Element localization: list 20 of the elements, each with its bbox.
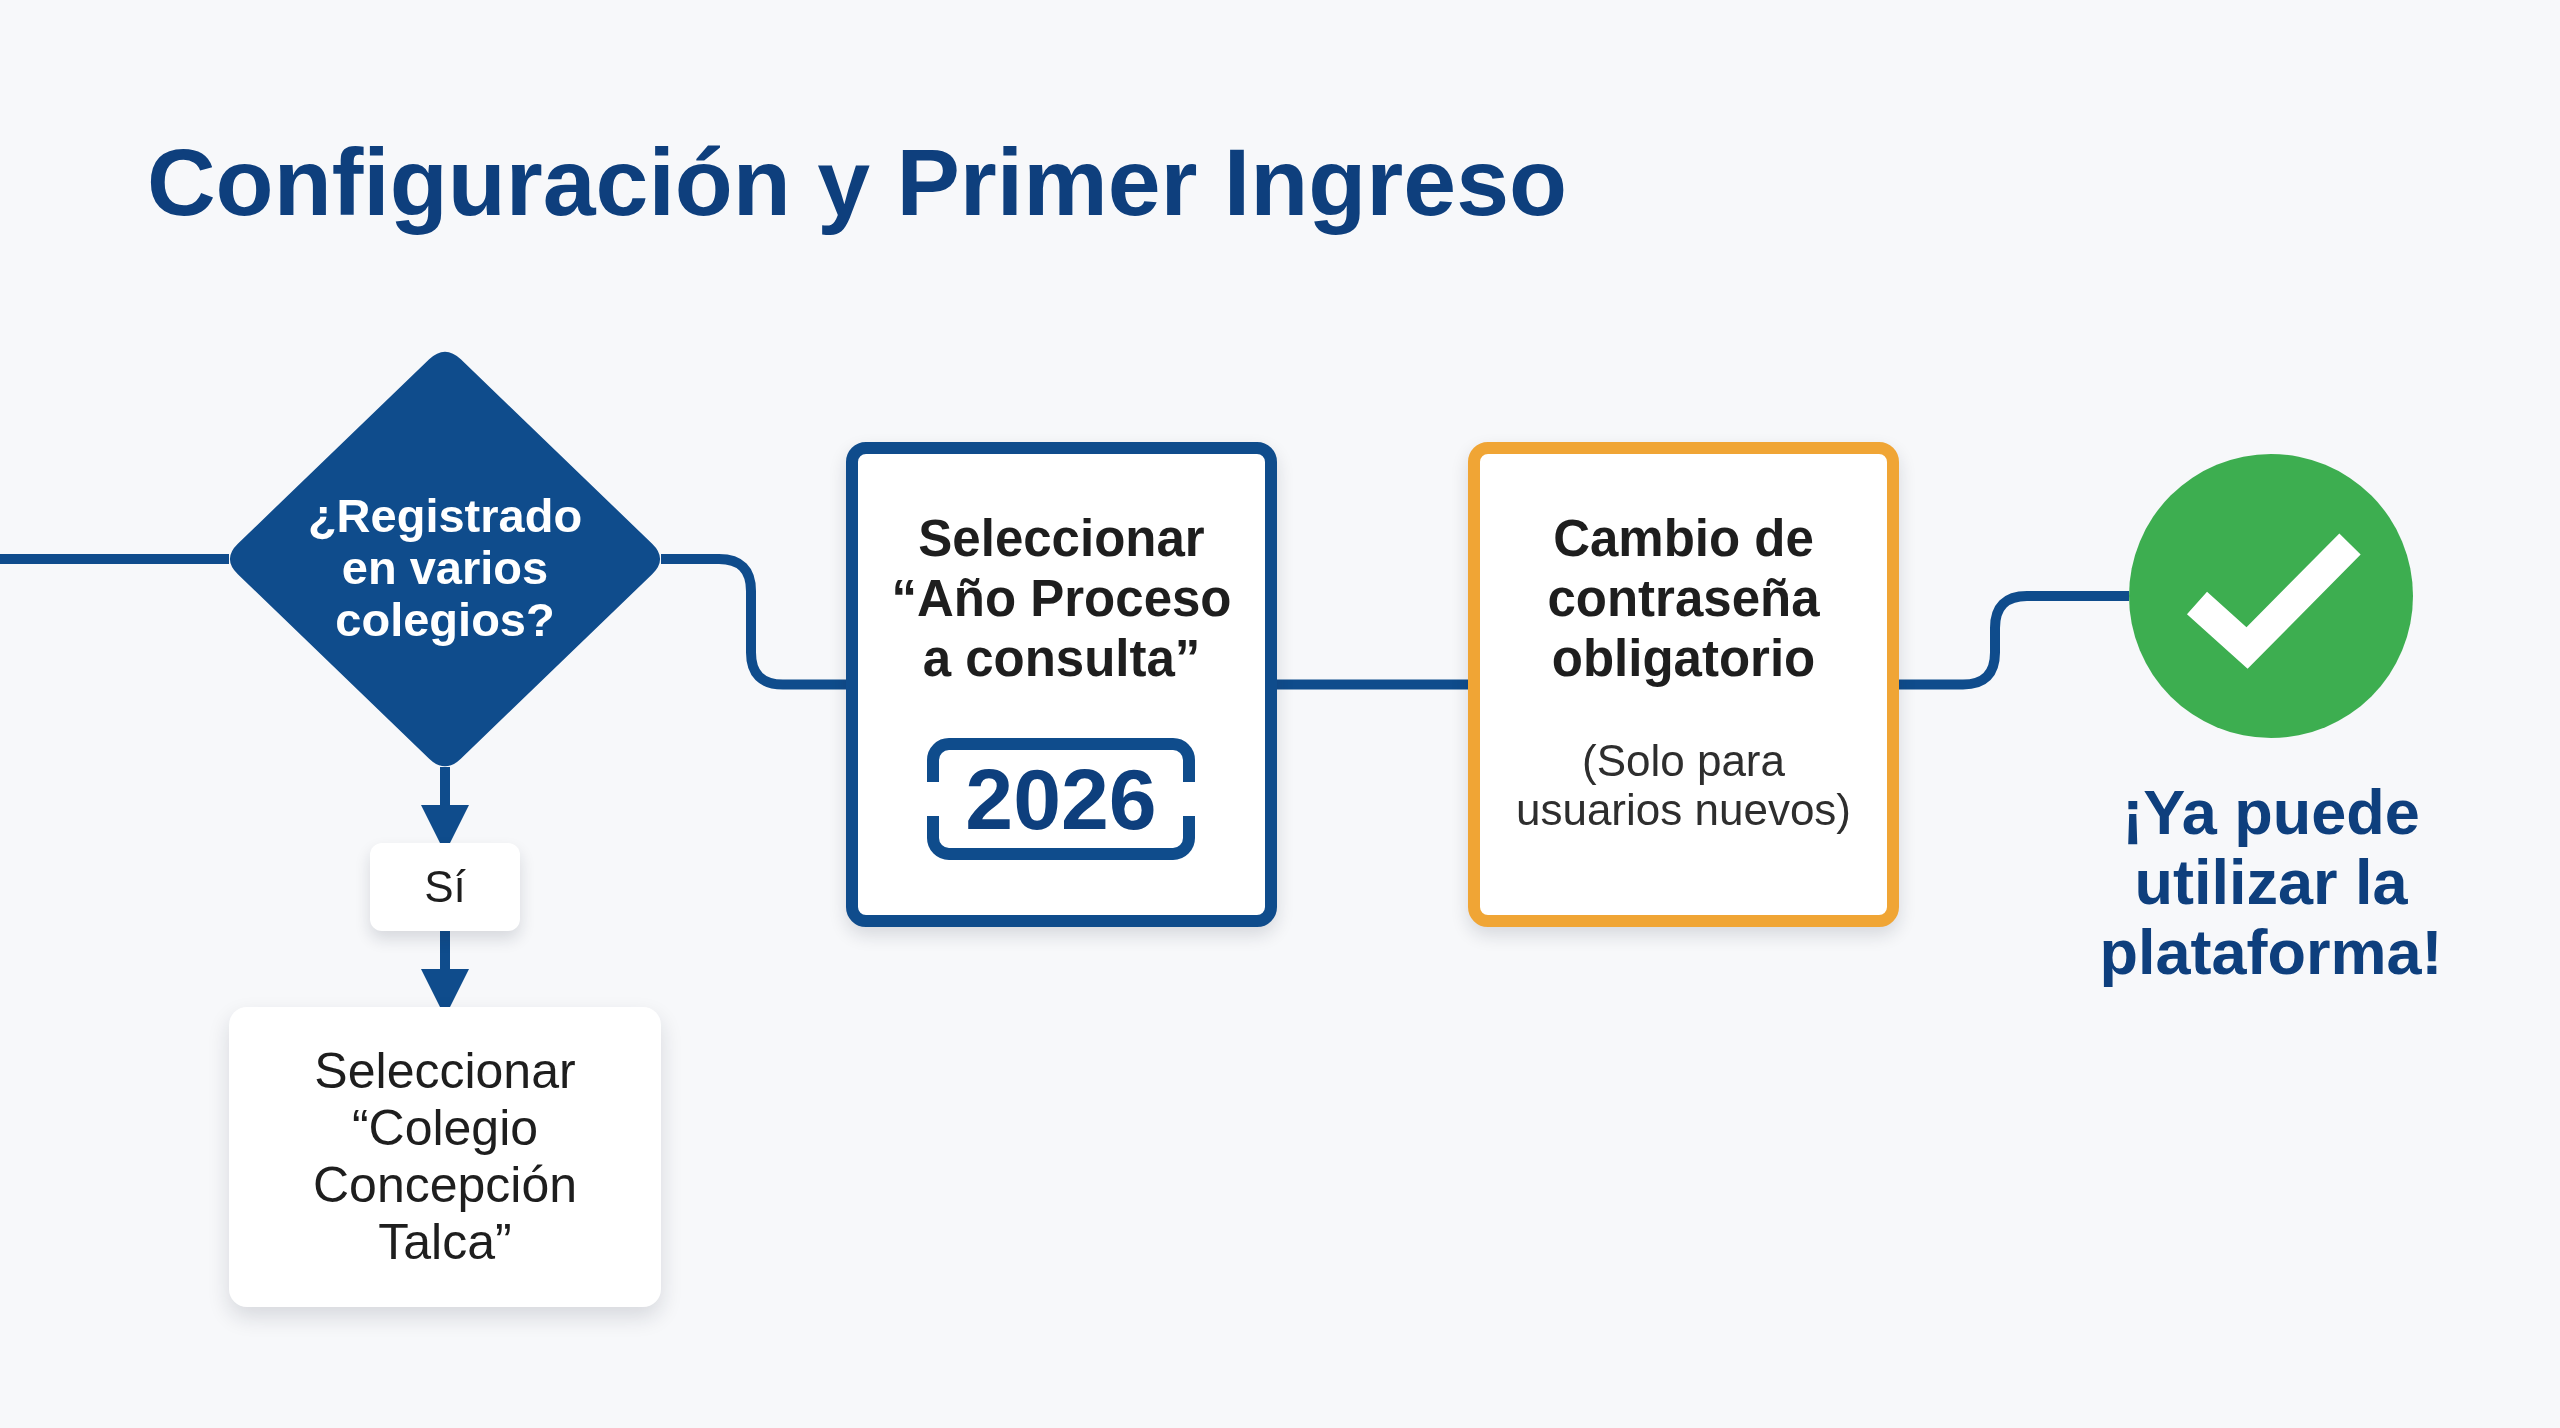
question-text: ¿Registrado en varios colegios?	[306, 490, 584, 646]
step-text: Seleccionar “Colegio Concepción Talca”	[311, 1043, 579, 1271]
connector-line	[0, 554, 229, 564]
process-box	[1468, 442, 1899, 927]
diagram-title: Configuración y Primer Ingreso	[147, 128, 1567, 237]
step-title: Seleccionar “Año Proceso a consulta”	[890, 509, 1233, 689]
year-text: 2026	[965, 756, 1157, 842]
process-box	[229, 1007, 661, 1307]
branch-label: Sí	[424, 860, 466, 913]
connector-line	[661, 554, 846, 690]
branch-box	[370, 843, 520, 931]
outcome-text: ¡Ya puede utilizar la plataforma!	[2098, 777, 2444, 987]
year-frame	[927, 738, 1195, 860]
process-box	[846, 442, 1277, 927]
check-circle-icon	[2129, 454, 2413, 738]
note-text: (Solo para usuarios nuevos)	[1514, 736, 1853, 834]
decision-diamond	[229, 351, 661, 767]
connector-line	[1899, 591, 2129, 690]
step-title: Cambio de contraseña obligatorio	[1546, 509, 1821, 689]
connector-line	[1277, 679, 1468, 690]
